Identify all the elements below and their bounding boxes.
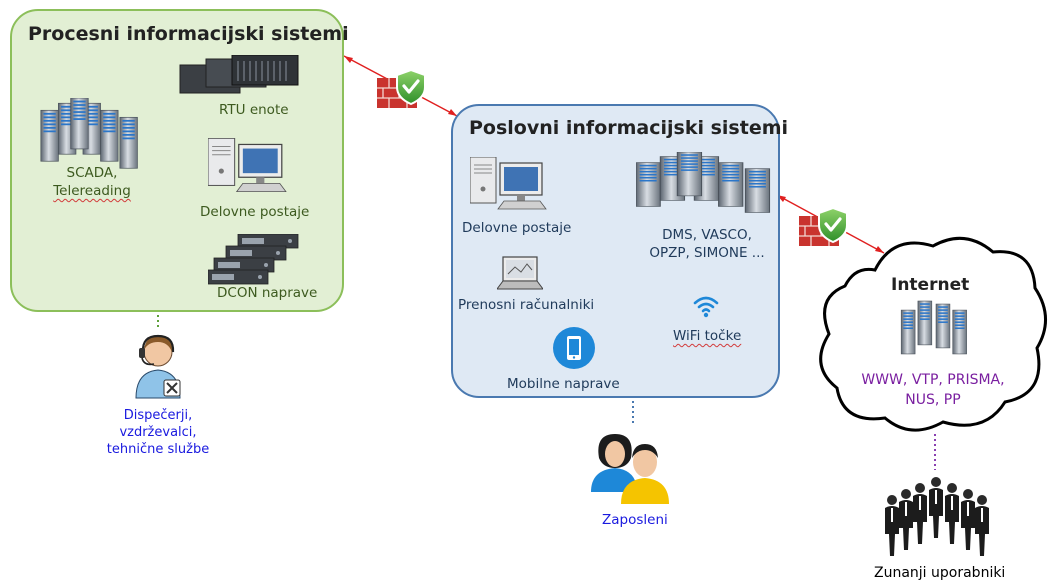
- dispatchers-line3: tehnične službe: [106, 442, 210, 457]
- process-zone-title: Procesni informacijski sistemi: [28, 23, 349, 45]
- process-workstations-label: Delovne postaje: [200, 204, 310, 220]
- process-systems-zone: [10, 9, 344, 312]
- mobile-label: Mobilne naprave: [507, 376, 620, 392]
- wifi-icon: [693, 296, 719, 318]
- business-servers-label: DMS, VASCO, OPZP, SIMONE ...: [647, 226, 767, 262]
- business-people-icon: [885, 477, 989, 556]
- laptop-icon: [497, 256, 543, 290]
- business-systems-zone: [451, 104, 780, 398]
- wifi-label: WiFi točke: [673, 328, 742, 344]
- desktop-pc-icon: [470, 157, 547, 210]
- business-zone-title: Poslovni informacijski sistemi: [469, 117, 789, 139]
- server-cluster-icon: [24, 98, 156, 170]
- dispatchers-line1: Dispečerji,: [123, 408, 193, 423]
- business-workstations-label: Delovne postaje: [462, 220, 572, 236]
- employees-label: Zaposleni: [602, 512, 668, 528]
- rtu-rack-icon: [179, 55, 299, 94]
- firewall-icon: [375, 68, 427, 110]
- employees-icon: [591, 434, 669, 504]
- scada-label-line1: SCADA,: [66, 165, 118, 181]
- business-servers-line2: OPZP, SIMONE ...: [649, 245, 765, 261]
- external-users-label: Zunanji uporabniki: [874, 565, 1006, 581]
- cloud-icon: [819, 236, 1047, 432]
- desktop-pc-icon: [208, 138, 287, 193]
- dcon-label: DCON naprave: [217, 285, 318, 301]
- server-cluster-icon: [636, 152, 772, 214]
- dispatchers-line2: vzdrževalci,: [119, 425, 197, 440]
- laptops-label: Prenosni računalniki: [458, 297, 595, 313]
- internet-services-line2: NUS, PP: [905, 392, 961, 408]
- dispatchers-label: Dispečerji, vzdrževalci, tehnične službe: [98, 407, 218, 458]
- business-servers-line1: DMS, VASCO,: [662, 227, 752, 243]
- internet-title: Internet: [891, 275, 970, 295]
- internet-services-line1: WWW, VTP, PRISMA,: [861, 372, 1005, 388]
- scada-label-line2: Telereading: [53, 183, 131, 199]
- scada-label: SCADA, Telereading: [42, 164, 142, 200]
- mobile-phone-icon: [553, 327, 595, 369]
- server-cluster-icon: [900, 300, 968, 355]
- internet-services-label: WWW, VTP, PRISMA, NUS, PP: [853, 370, 1013, 410]
- dispatcher-headset-icon: [135, 334, 181, 399]
- rtu-label: RTU enote: [219, 102, 289, 118]
- dcon-device-icon: [208, 234, 299, 285]
